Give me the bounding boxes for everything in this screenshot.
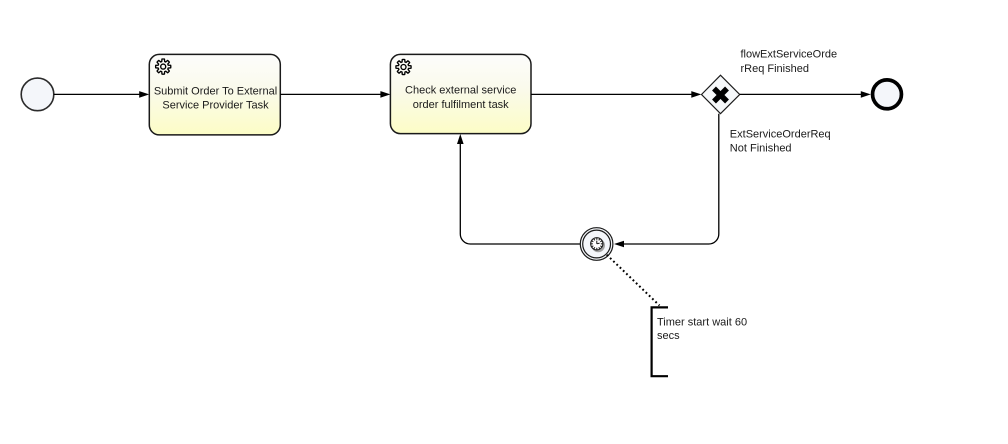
svg-text:ExtServiceOrderReq: ExtServiceOrderReq bbox=[730, 129, 831, 141]
svg-text:Timer start wait 60: Timer start wait 60 bbox=[657, 317, 747, 329]
svg-text:Submit Order To External: Submit Order To External bbox=[154, 86, 277, 98]
svg-text:order fulfilment task: order fulfilment task bbox=[413, 99, 509, 111]
svg-text:Not Finished: Not Finished bbox=[730, 142, 792, 154]
svg-text:rReq Finished: rReq Finished bbox=[741, 63, 809, 75]
svg-text:flowExtServiceOrde: flowExtServiceOrde bbox=[741, 49, 838, 61]
svg-text:Service Provider Task: Service Provider Task bbox=[162, 100, 269, 112]
svg-text:Check external service: Check external service bbox=[405, 84, 516, 96]
svg-text:secs: secs bbox=[657, 330, 680, 342]
